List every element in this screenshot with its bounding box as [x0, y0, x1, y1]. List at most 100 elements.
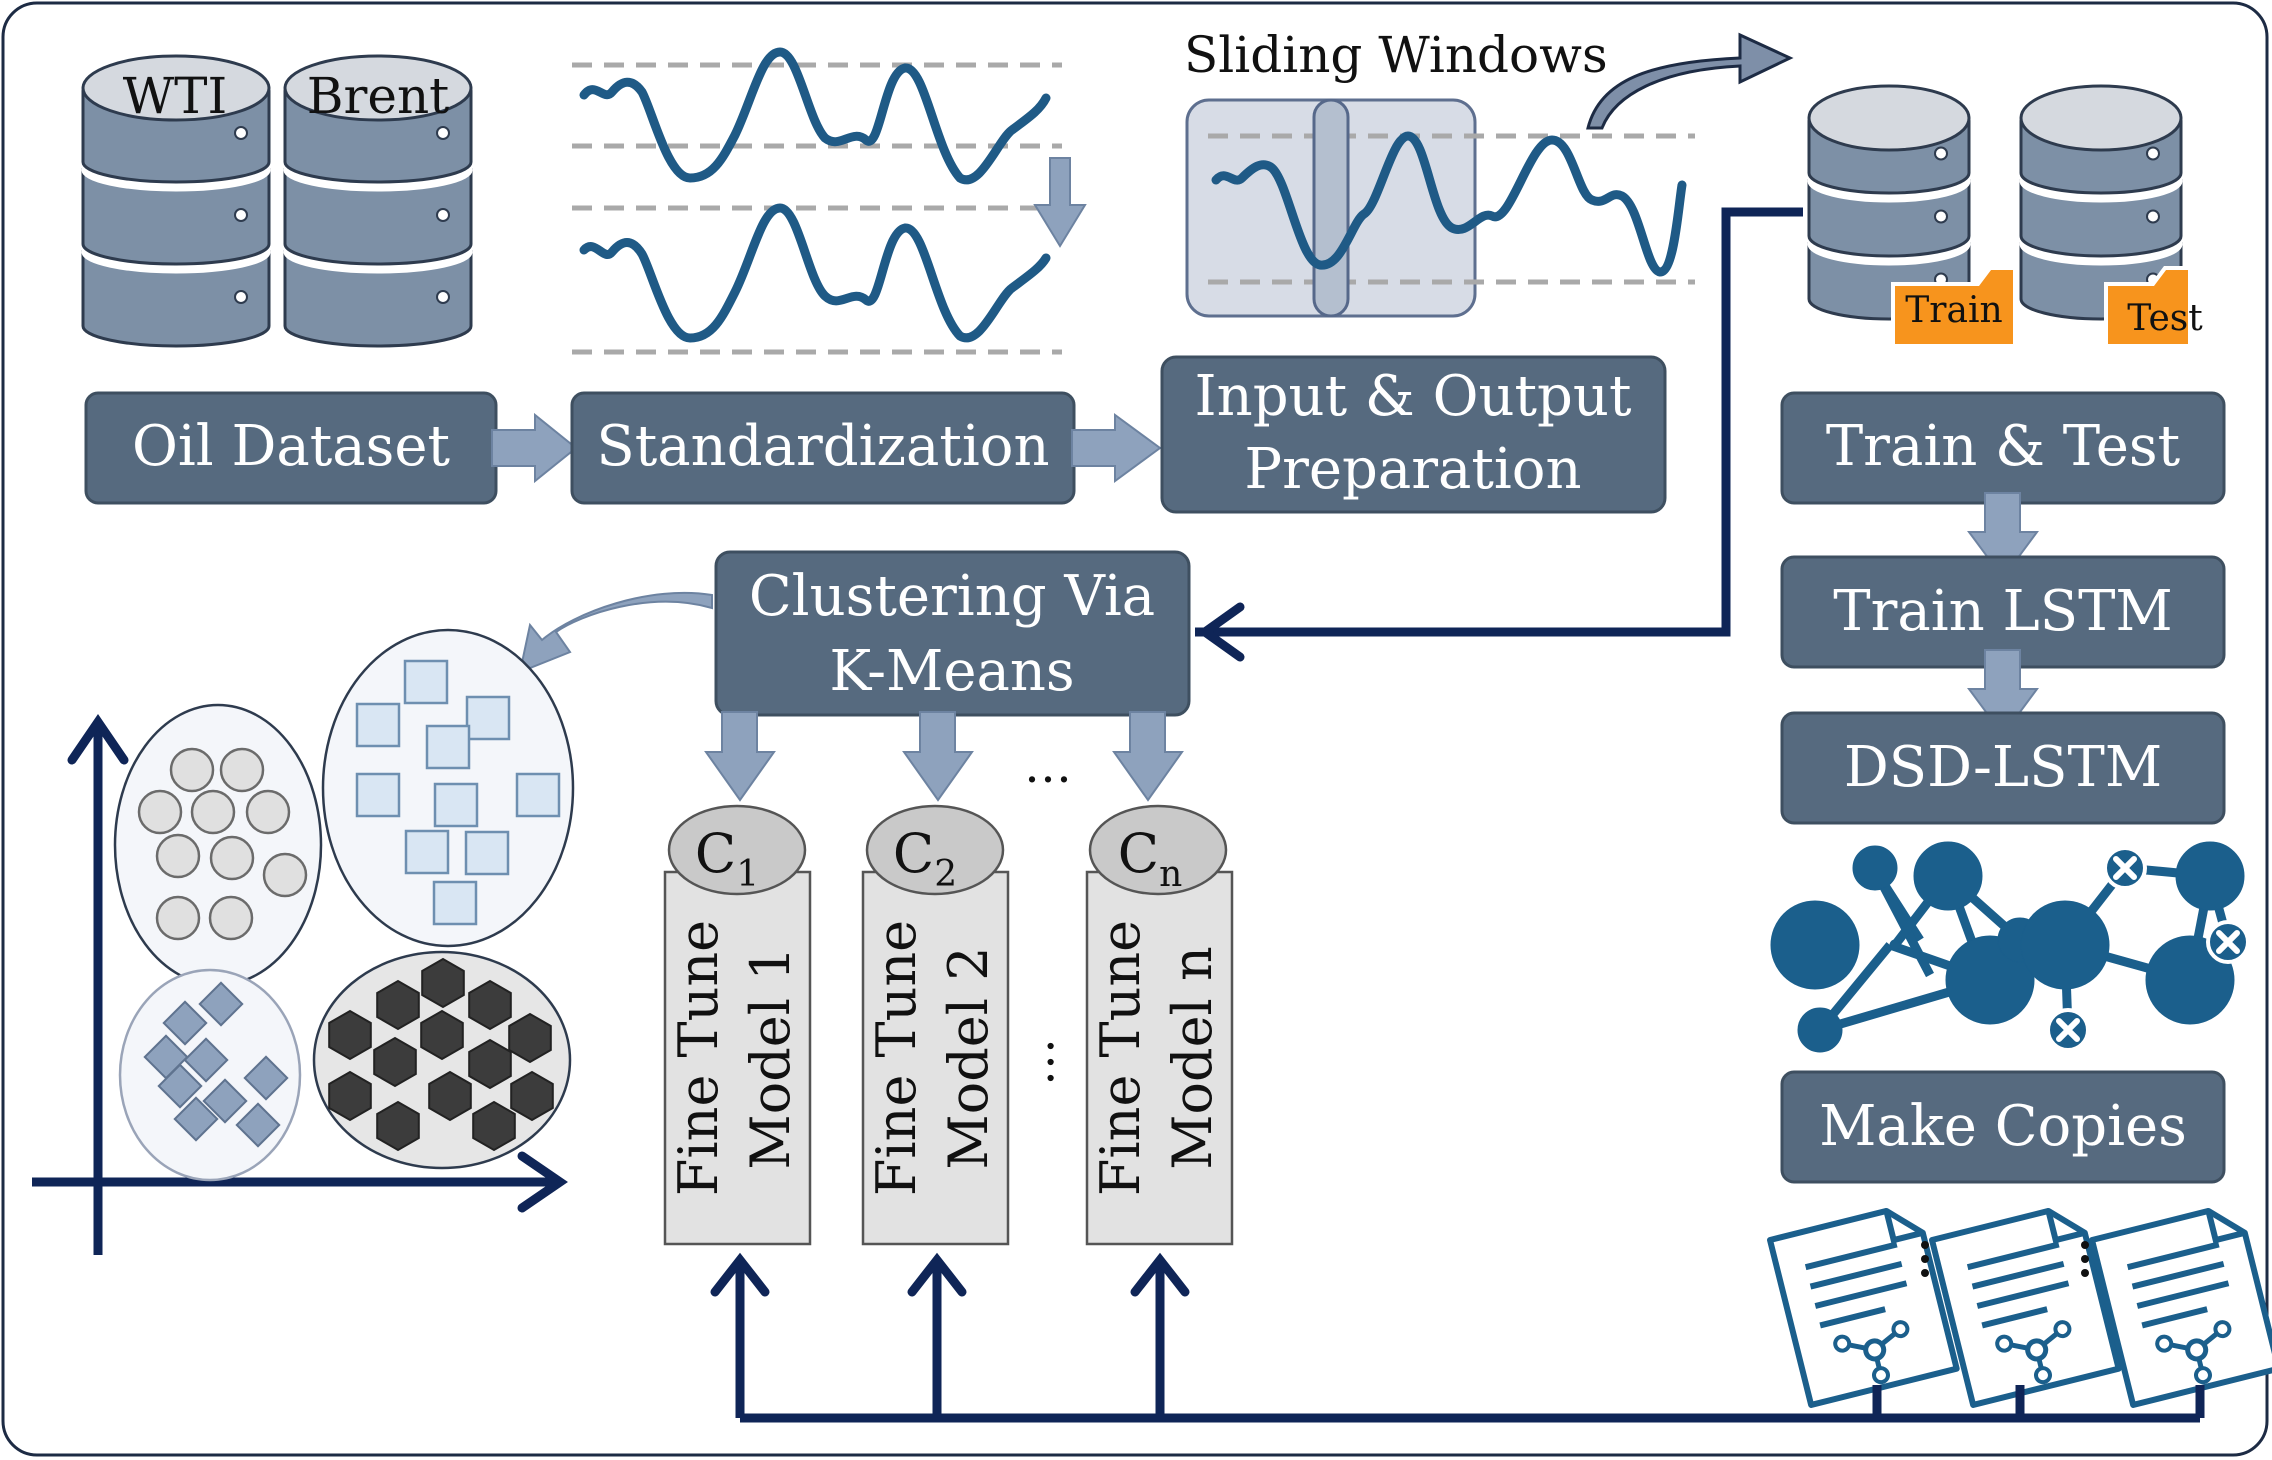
- train-test-box: Train & Test: [1780, 391, 2226, 505]
- sparse-network-icon: [2020, 841, 2245, 1031]
- train-tag: Train: [1891, 266, 2017, 348]
- sliding-windows-label: Sliding Windows: [1184, 26, 1608, 84]
- test-tag: Test: [2104, 266, 2203, 348]
- brent-label: Brent: [307, 67, 450, 125]
- square-point: [355, 702, 401, 748]
- cluster-column-n: Cn Fine Tune Model n: [1085, 804, 1234, 1246]
- dsd-lstm-label: DSD-LSTM: [1844, 735, 2162, 800]
- sliding-series-line: [1211, 131, 1687, 277]
- circle-point: [262, 852, 308, 898]
- standardization-waves: [572, 47, 1087, 355]
- square-point: [425, 724, 471, 770]
- cluster-column-1: C1 Fine Tune Model 1: [663, 804, 812, 1246]
- circle-point: [137, 789, 183, 835]
- cluster-n-base: C: [1118, 822, 1159, 885]
- circle-point: [155, 833, 201, 879]
- standardization-label: Standardization: [596, 414, 1049, 479]
- wti-label: WTI: [123, 67, 228, 125]
- hexagon-point: [508, 1012, 552, 1064]
- make-copies-box: Make Copies: [1780, 1070, 2226, 1184]
- hexagon-point: [328, 1009, 372, 1061]
- curved-arrow-icon: [518, 591, 713, 674]
- diamond-point: [157, 1063, 203, 1109]
- hexagon-point: [468, 1038, 512, 1090]
- navy-connectors: [710, 207, 2205, 1423]
- window-highlight: [1312, 98, 1350, 318]
- cluster-1-base: C: [695, 822, 736, 885]
- hexagon-point: [472, 1100, 516, 1152]
- io-prep-line1: Input & Output: [1195, 364, 1632, 429]
- curved-arrow-icon: [1586, 32, 1794, 130]
- cluster-2-sub: 2: [934, 854, 957, 895]
- cluster-column-2: C2 Fine Tune Model 2: [861, 804, 1010, 1246]
- hexagon-point: [376, 979, 420, 1031]
- cluster-2-line1: Fine Tune: [865, 920, 928, 1196]
- pruned-nodes: [2046, 846, 2250, 1052]
- wti-database-icon: [81, 54, 271, 348]
- circle-point: [208, 895, 254, 941]
- hexagon-point: [510, 1070, 554, 1122]
- circle-point: [169, 747, 215, 793]
- standardization-box: Standardization: [570, 391, 1076, 505]
- standardized-series-line: [579, 203, 1051, 343]
- cluster-1-line2: Model 1: [739, 946, 802, 1169]
- ellipsis-top: …: [1024, 738, 1072, 794]
- diamond-point: [183, 1037, 229, 1083]
- brent-database-icon: [283, 54, 473, 348]
- circle-point: [245, 789, 291, 835]
- square-point: [432, 880, 478, 926]
- cluster-marks: [137, 659, 561, 1152]
- oil-dataset-label: Oil Dataset: [132, 414, 451, 479]
- diamond-point: [198, 981, 244, 1027]
- diamond-point: [235, 1102, 281, 1148]
- io-prep-line2: Preparation: [1244, 437, 1581, 502]
- svg-text:Cn: Cn: [1118, 822, 1183, 895]
- copy-ellipsis-icon: [1921, 1241, 1929, 1277]
- hexagon-point: [420, 1009, 464, 1061]
- cluster-scatter-plot: [32, 628, 575, 1255]
- train-lstm-label: Train LSTM: [1833, 579, 2173, 644]
- square-point: [465, 695, 511, 741]
- down-arrow-icon: [902, 711, 974, 802]
- cluster-n-line1: Fine Tune: [1089, 920, 1152, 1196]
- model-document-icon: [1767, 1207, 1960, 1408]
- diamond-point: [173, 1096, 219, 1142]
- down-arrow-icon: [1967, 492, 2039, 580]
- train-lstm-box: Train LSTM: [1780, 555, 2226, 669]
- hexagon-point: [428, 1070, 472, 1122]
- clustering-box: Clustering Via K-Means: [714, 550, 1191, 717]
- circle-point: [209, 835, 255, 881]
- down-arrow-icon: [1033, 157, 1087, 248]
- hexagon-point: [328, 1070, 372, 1122]
- cluster-n-line2: Model n: [1161, 946, 1224, 1170]
- train-test-label: Train & Test: [1826, 414, 2181, 479]
- copy-ellipsis-icon: [2081, 1241, 2089, 1277]
- dsd-lstm-box: DSD-LSTM: [1780, 711, 2226, 825]
- oil-dataset-box: Oil Dataset: [84, 391, 498, 505]
- pruned-node-icon: [2046, 1008, 2090, 1052]
- cluster-1-line1: Fine Tune: [667, 920, 730, 1196]
- train-tag-label: Train: [1905, 290, 2002, 331]
- down-arrow-icon: [704, 711, 776, 802]
- cluster-n-sub: n: [1159, 854, 1182, 895]
- raw-series-line: [579, 47, 1051, 185]
- axes: [32, 714, 568, 1255]
- diamond-point: [162, 1000, 208, 1046]
- model-document-icon: [1929, 1207, 2122, 1408]
- circle-point: [190, 789, 236, 835]
- hexagon-point: [468, 979, 512, 1031]
- model-document-icon: [2089, 1207, 2272, 1408]
- clustering-line2: K-Means: [829, 639, 1074, 704]
- train-database-icon: [1807, 84, 1971, 321]
- square-point: [355, 772, 401, 818]
- svg-text:C1: C1: [695, 822, 759, 895]
- dense-network-icon: [1770, 841, 2043, 1053]
- right-arrow-icon: [1071, 413, 1162, 483]
- hexagon-point: [376, 1100, 420, 1152]
- test-tag-label: Test: [2127, 298, 2203, 339]
- square-point: [403, 659, 449, 705]
- sliding-windows-illustration: Sliding Windows: [1184, 26, 1794, 318]
- diamond-point: [243, 1055, 289, 1101]
- make-copies-label: Make Copies: [1819, 1094, 2187, 1159]
